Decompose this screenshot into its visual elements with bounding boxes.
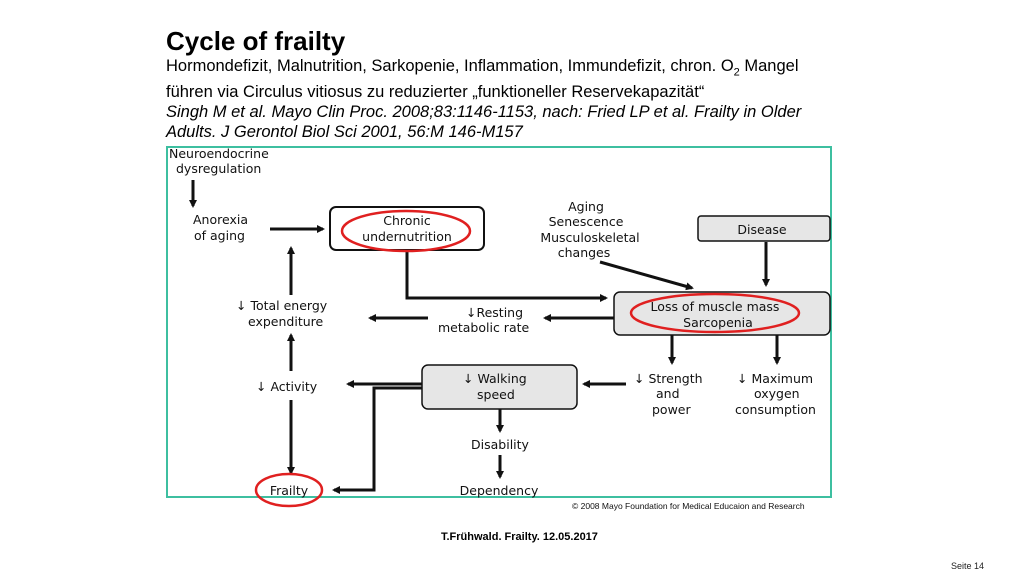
node-anorexia-l2: of aging	[194, 228, 245, 243]
slide-title: Cycle of frailty	[166, 26, 346, 56]
diagram-frame	[166, 146, 832, 498]
highlight-frailty	[254, 472, 324, 508]
arrow-aging-to-loss	[599, 260, 694, 291]
node-activity: ↓ Activity	[256, 379, 318, 394]
node-disability: Disability	[471, 437, 530, 452]
node-neuroendocrine-l1: Neuroendocrine	[169, 146, 269, 161]
node-oxygen-l3: consumption	[735, 402, 816, 417]
subtitle-line-1: Hormondefizit, Malnutrition, Sarkopenie,…	[166, 57, 799, 79]
arrow-walking-to-frailty	[332, 386, 422, 494]
node-strength-l3: power	[652, 402, 691, 417]
node-aging-l4: changes	[558, 245, 611, 260]
subtitle-line-2: führen via Circulus vitiosus zu reduzier…	[166, 83, 705, 102]
node-oxygen-l1: ↓ Maximum	[737, 371, 813, 386]
node-resting-l1: ↓Resting	[466, 305, 523, 320]
node-walking-l1: ↓ Walking	[463, 371, 527, 386]
node-total-energy-l1: ↓ Total energy	[236, 298, 328, 313]
node-resting-l2: metabolic rate	[438, 320, 530, 335]
node-chronic-l2: undernutrition	[362, 229, 452, 244]
node-disease: Disease	[737, 222, 786, 237]
citation-line-2: Adults. J Gerontol Biol Sci 2001, 56:M 1…	[166, 123, 523, 142]
node-aging-l3: Musculoskeletal	[540, 230, 639, 245]
node-loss-l2: Sarcopenia	[683, 315, 753, 330]
node-frailty: Frailty	[270, 483, 309, 498]
highlight-chronic-undernutrition	[340, 209, 472, 253]
node-chronic-l1: Chronic	[383, 213, 431, 228]
page-number: Seite 14	[951, 561, 985, 571]
loss-muscle-box	[613, 291, 831, 336]
disease-box	[697, 215, 831, 242]
footer-author-date: T.Frühwald. Frailty. 12.05.2017	[441, 531, 598, 543]
slide-subtitle: Hormondefizit, Malnutrition, Sarkopenie,…	[166, 56, 846, 142]
node-loss-l1: Loss of muscle mass	[651, 299, 780, 314]
node-walking-l2: speed	[477, 387, 515, 402]
node-anorexia-l1: Anorexia	[193, 212, 248, 227]
node-neuroendocrine-l2: dysregulation	[176, 161, 261, 176]
node-dependency: Dependency	[460, 483, 539, 498]
node-oxygen-l2: oxygen	[754, 386, 800, 401]
highlight-loss-muscle-mass	[629, 292, 801, 334]
node-aging-l1: Aging	[568, 199, 604, 214]
citation-line-1: Singh M et al. Mayo Clin Proc. 2008;83:1…	[166, 103, 802, 122]
node-total-energy-l2: expenditure	[248, 314, 324, 329]
copyright-note: © 2008 Mayo Foundation for Medical Educa…	[572, 501, 805, 511]
node-strength-l2: and	[656, 386, 680, 401]
arrow-chronic-to-loss	[405, 250, 608, 302]
node-strength-l1: ↓ Strength	[634, 371, 703, 386]
node-aging-l2: Senescence	[549, 214, 624, 229]
